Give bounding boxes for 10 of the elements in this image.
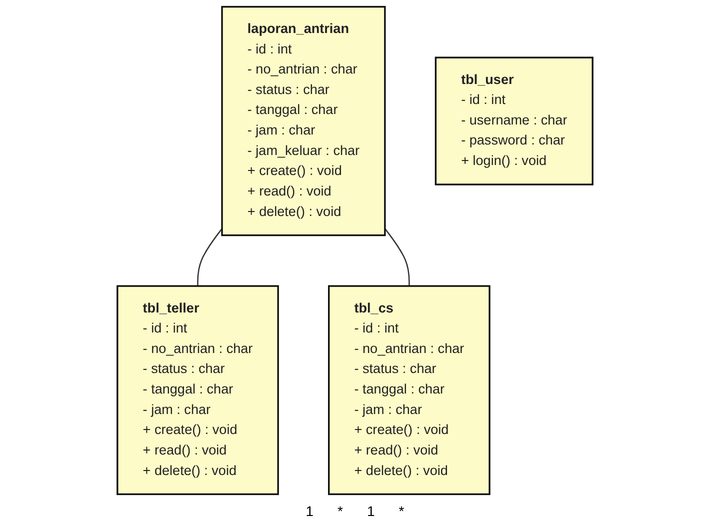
node-box: tbl_teller - id : int - no_antrian : char - status : char - tanggal : char - jam : char + create() : void + read() : void + delete() : void [116, 285, 279, 496]
node-box: laporan_antrian - id : int - no_antrian : char - status : char - tanggal : char - jam : char - jam_keluar : char + create() : void + read() : void + delete() : void [221, 6, 386, 236]
connector [384, 228, 410, 286]
connector [197, 228, 223, 286]
node-box: tbl_user - id : int - username : char - password : char + login() : void [434, 56, 594, 186]
node-box: tbl_cs - id : int - no_antrian : char - status : char - tanggal : char - jam : char + create() : void + read() : void + delete() : void [328, 285, 490, 496]
multiplicity-label: * [338, 503, 343, 519]
multiplicity-label: * [398, 503, 404, 519]
multiplicity-label: 1 [367, 503, 375, 519]
multiplicity-label: 1 [306, 503, 314, 519]
